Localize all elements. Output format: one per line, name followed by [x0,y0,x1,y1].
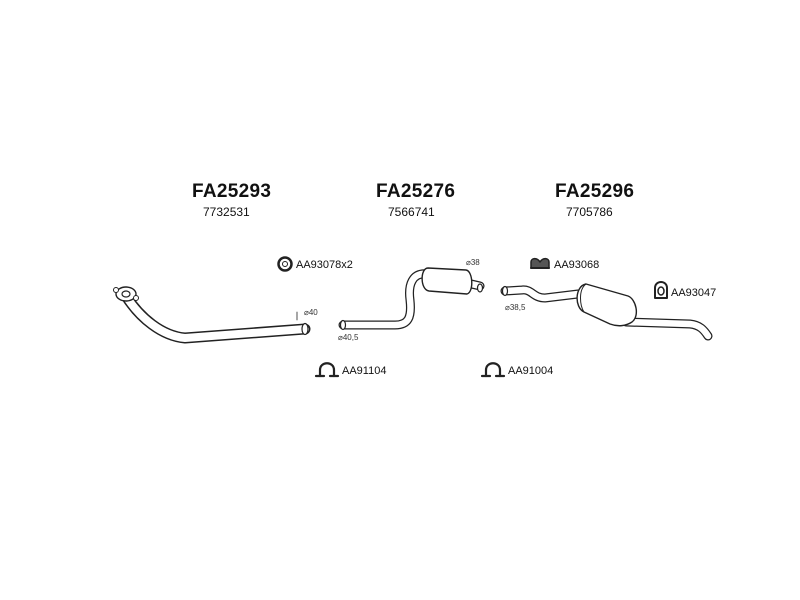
rubber-hanger-icon [530,257,550,269]
diameter-label-38-5: ⌀38,5 [505,303,526,312]
part-ref-7566741: 7566741 [388,205,435,219]
diameter-label-40: ⌀40 [304,308,318,317]
part-code-fa25276: FA25276 [376,181,456,202]
accessory-label-aa93068: AA93068 [554,259,600,271]
diameter-label-40-5: ⌀40,5 [338,333,359,342]
ring-gasket-icon [277,256,293,272]
front-pipe-drawing [113,286,311,344]
part-code-fa25296: FA25296 [555,181,635,202]
diameter-label-38: ⌀38 [466,258,480,267]
u-clamp-icon [314,362,340,378]
accessory-label-aa91104: AA91104 [342,365,387,377]
rear-silencer-drawing [500,283,713,341]
rubber-ring-icon [654,281,668,299]
middle-silencer-drawing [338,267,485,331]
accessory-label-aa93047: AA93047 [671,287,717,299]
accessory-label-aa93078x2: AA93078x2 [296,259,353,271]
part-ref-7732531: 7732531 [203,205,250,219]
part-ref-7705786: 7705786 [566,205,613,219]
accessory-label-aa91004: AA91004 [508,365,554,377]
part-code-fa25293: FA25293 [192,181,272,202]
u-clamp-icon [480,362,506,378]
